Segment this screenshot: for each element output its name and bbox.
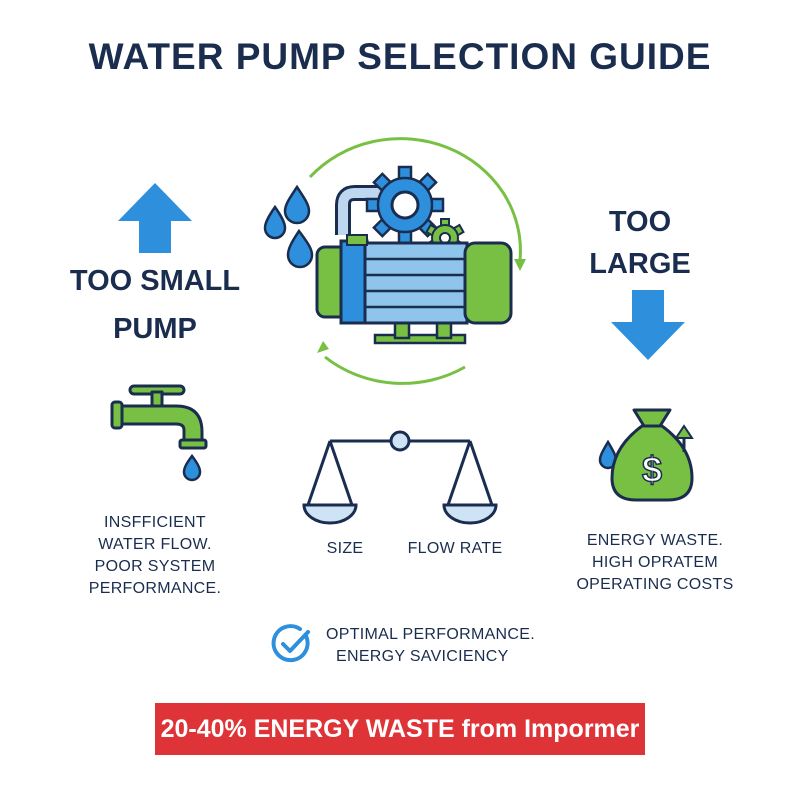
arrow-up-icon [118, 183, 192, 253]
check-circle-icon [271, 624, 310, 663]
too-small-description: INSFFICIENT WATER FLOW. POOR SYSTEM PERF… [88, 514, 222, 597]
money-bag-icon: $ [598, 408, 694, 502]
too-large-description: ENERGY WASTE. HIGH OPRATEM OPERATING COS… [576, 532, 734, 593]
flow-rate-label: FLOW RATE [407, 540, 503, 557]
page-title: WATER PUMP SELECTION GUIDE [88, 36, 712, 77]
optimal-line-1: OPTIMAL PERFORMANCE. [326, 626, 535, 643]
too-large-heading: TOO LARGE [589, 206, 691, 280]
optimal-line-2: ENERGY SAVICIENCY [336, 648, 509, 665]
size-label: SIZE [326, 540, 364, 557]
too-small-heading: TOO SMALL PUMP [69, 265, 241, 345]
water-pump-icon [263, 137, 526, 385]
energy-waste-banner: 20-40% ENERGY WASTE from Impormer Sizing [155, 703, 645, 795]
balance-scale-icon [302, 430, 498, 525]
arrow-down-icon [611, 290, 685, 360]
faucet-icon [110, 384, 208, 482]
svg-text:$: $ [642, 449, 662, 490]
